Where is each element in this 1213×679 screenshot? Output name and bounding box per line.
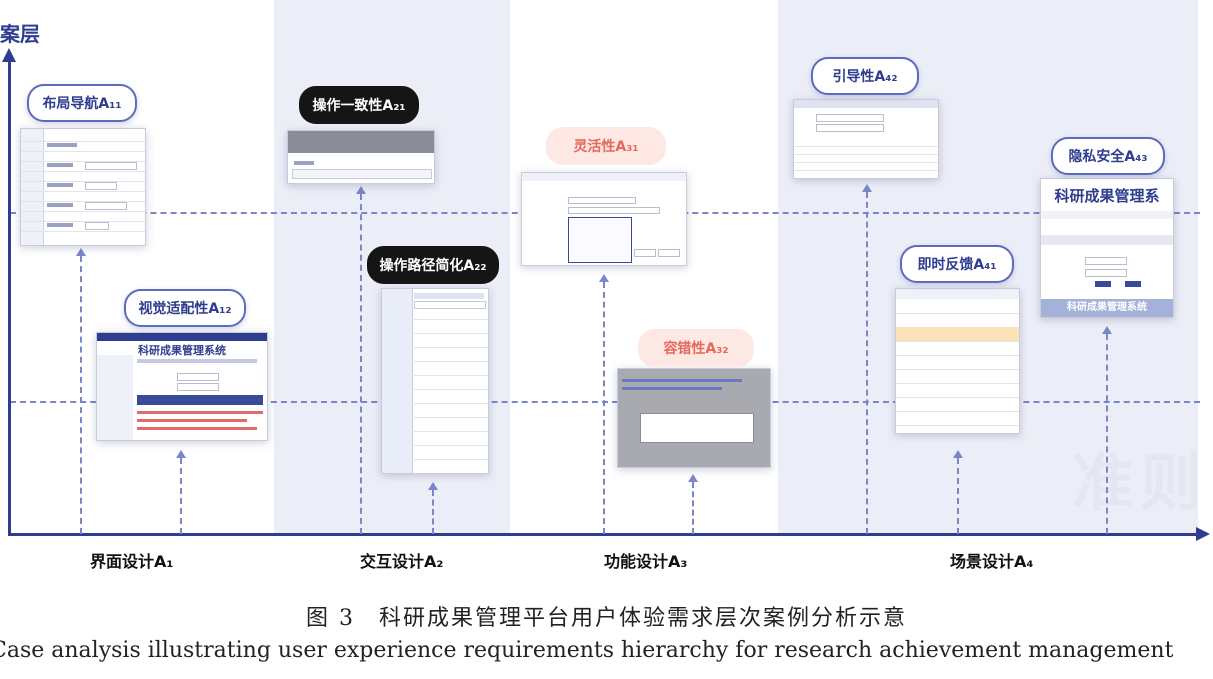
connector-a32 xyxy=(692,482,694,534)
connector-a31-arrow xyxy=(599,274,609,282)
node-path-simplification: 操作路径简化A₂₂ xyxy=(367,246,499,284)
system-title: 科研成果管理系统 xyxy=(138,344,226,357)
node-flexibility: 灵活性A₃₁ xyxy=(546,127,666,165)
y-axis xyxy=(8,60,11,536)
node-privacy-security: 隐私安全A₄₃ xyxy=(1051,137,1165,175)
connector-a12-arrow xyxy=(176,450,186,458)
node-instant-feedback: 即时反馈A₄₁ xyxy=(900,245,1014,283)
level-line-lower xyxy=(10,401,1200,403)
dropdown-list xyxy=(568,217,632,263)
node-error-tolerance: 容错性A₃₂ xyxy=(638,329,754,367)
connector-a11-arrow xyxy=(76,248,86,256)
connector-a21 xyxy=(360,194,362,534)
connector-a42-arrow xyxy=(862,184,872,192)
connector-a11 xyxy=(80,256,82,534)
x-label-scene: 场景设计A₄ xyxy=(950,552,1034,571)
sidebar xyxy=(21,129,44,245)
screenshot-privacy-security: 科研成果管理系 科研成果管理系统 xyxy=(1040,178,1174,318)
login-title: 科研成果管理系 xyxy=(1054,187,1160,205)
connector-a22-arrow xyxy=(428,482,438,490)
figure-caption-english: Case analysis illustrating user experien… xyxy=(0,638,1174,663)
figure-caption-chinese: 图 3 科研成果管理平台用户体验需求层次案例分析示意 xyxy=(306,606,907,631)
screenshot-error-tolerance xyxy=(617,368,771,468)
connector-a22 xyxy=(432,490,434,534)
connector-a21-arrow xyxy=(356,186,366,194)
connector-a31 xyxy=(603,282,605,534)
screenshot-layout-navigation xyxy=(20,128,146,246)
login-footer: 科研成果管理系统 xyxy=(1041,299,1173,317)
connector-a12 xyxy=(180,458,182,534)
node-guidance: 引导性A₄₂ xyxy=(811,57,919,95)
connector-a43-arrow xyxy=(1102,326,1112,334)
connector-a43 xyxy=(1106,334,1108,534)
x-axis xyxy=(8,533,1198,536)
screenshot-guidance xyxy=(793,99,939,179)
screenshot-operation-consistency xyxy=(287,130,435,184)
x-label-interface: 界面设计A₁ xyxy=(90,552,174,571)
node-operation-consistency: 操作一致性A₂₁ xyxy=(299,86,419,124)
node-visual-adaptability: 视觉适配性A₁₂ xyxy=(124,289,246,327)
x-label-function: 功能设计A₃ xyxy=(604,552,688,571)
watermark: 准则 xyxy=(1072,446,1209,519)
connector-a42 xyxy=(866,192,868,534)
connector-a32-arrow xyxy=(688,474,698,482)
y-axis-title: 案层 xyxy=(0,22,40,46)
screenshot-flexibility xyxy=(521,172,687,266)
highlighted-row xyxy=(896,327,1019,341)
screenshot-instant-feedback xyxy=(895,288,1020,434)
connector-a41-arrow xyxy=(953,450,963,458)
error-dialog xyxy=(640,413,754,443)
x-label-interaction: 交互设计A₂ xyxy=(360,552,444,571)
connector-a41 xyxy=(957,458,959,534)
x-axis-arrow xyxy=(1196,527,1210,541)
screenshot-visual-adaptability: 科研成果管理系统 xyxy=(96,332,268,441)
node-layout-navigation: 布局导航A₁₁ xyxy=(27,84,137,122)
screenshot-path-simplification xyxy=(381,288,489,474)
y-axis-arrow xyxy=(2,48,16,62)
